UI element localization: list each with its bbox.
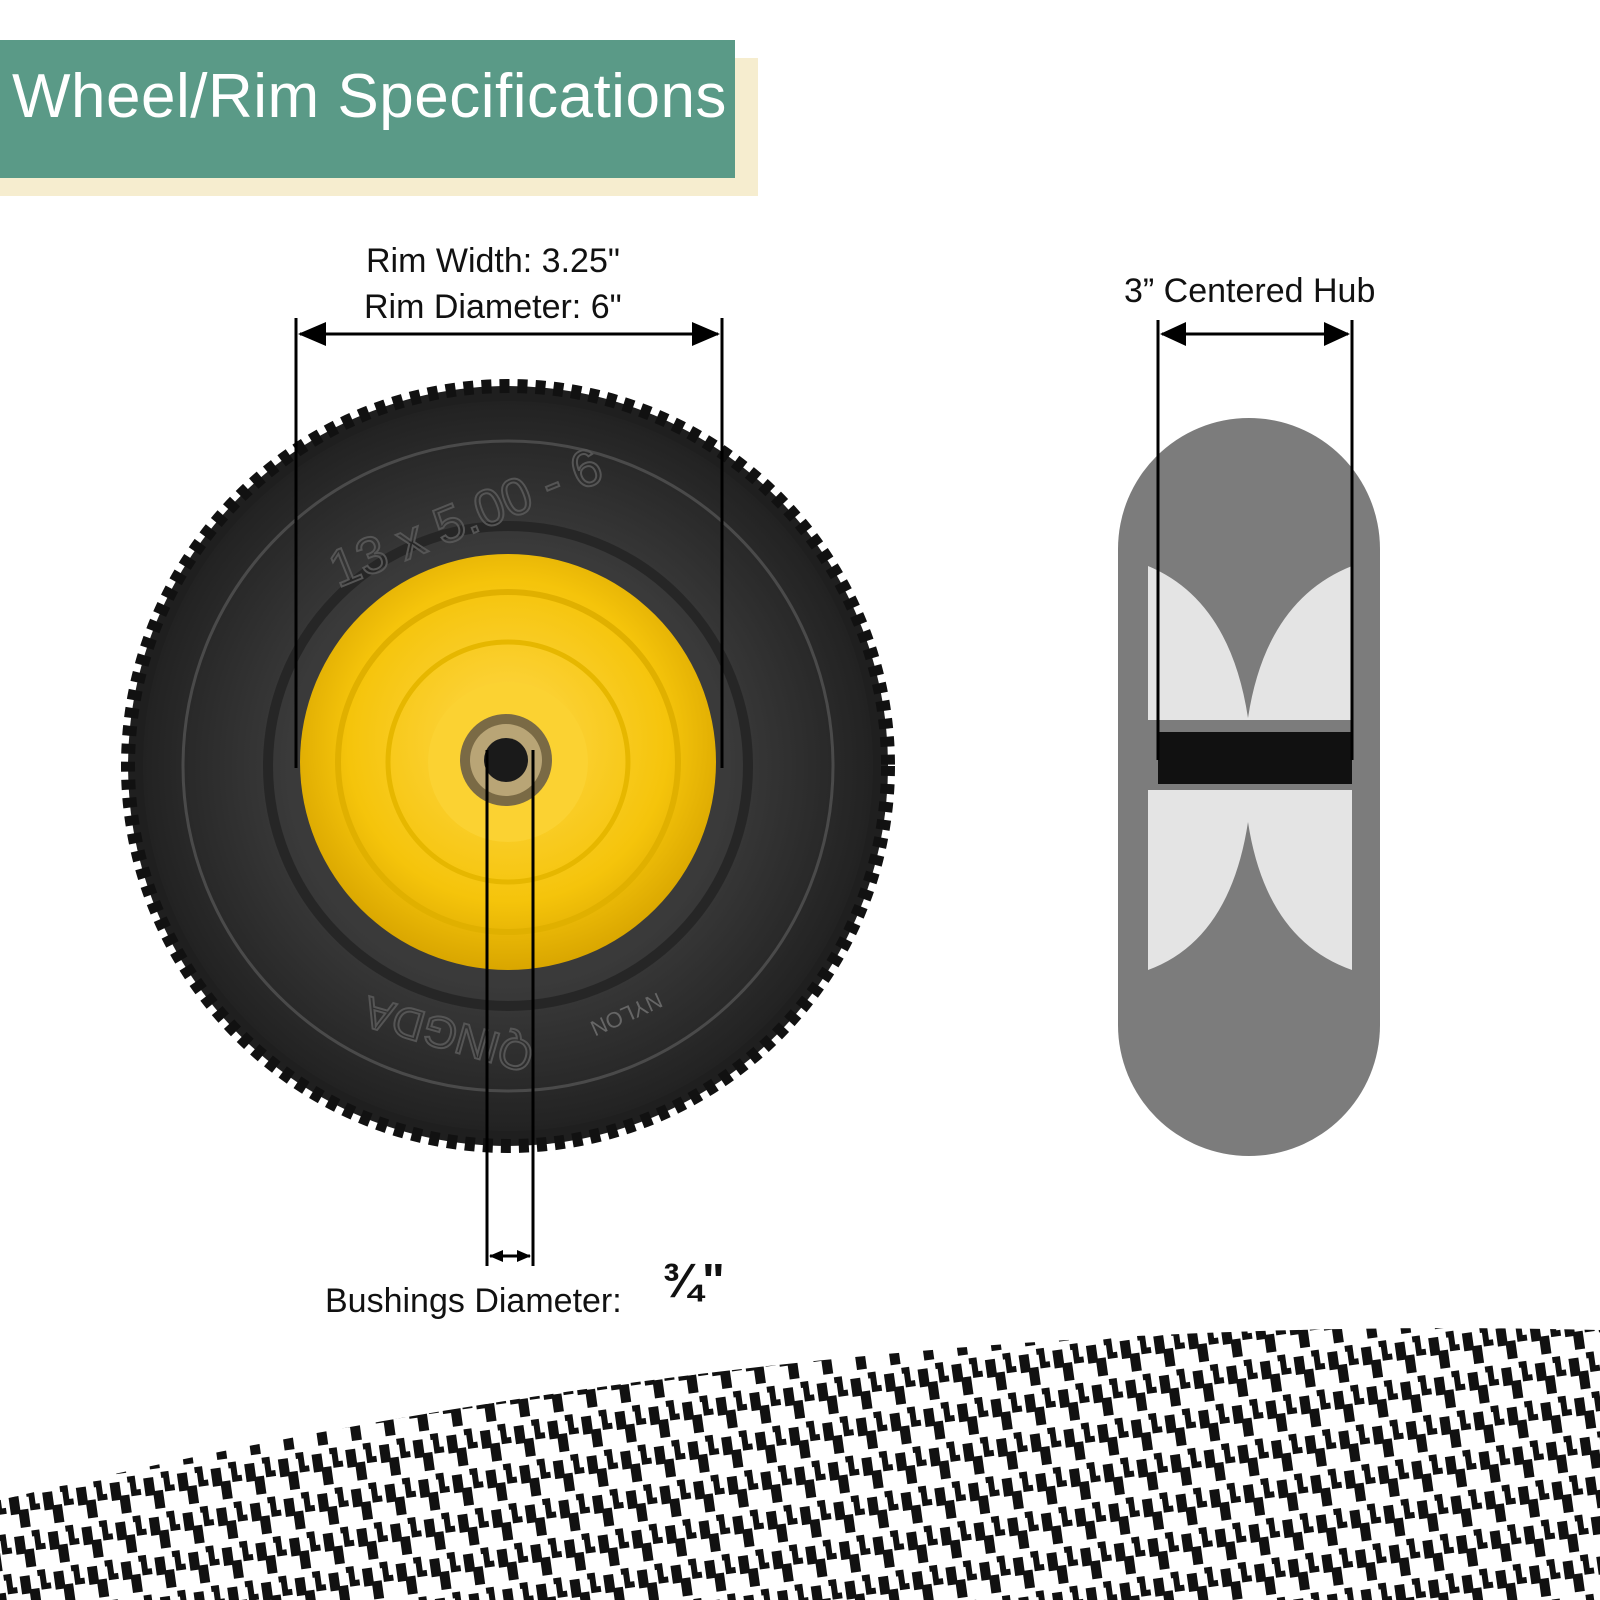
tread-pattern-band [0, 1328, 1600, 1600]
side-view [1118, 418, 1380, 1156]
bushing-dimension [485, 750, 535, 1266]
page-title: Wheel/Rim Specifications [12, 62, 727, 131]
rim-width-label: Rim Width: 3.25" [366, 242, 620, 280]
bushings-diameter-label: Bushings Diameter: [325, 1282, 622, 1320]
title-banner [0, 40, 735, 178]
rim-diameter-label: Rim Diameter: 6" [364, 288, 622, 326]
hub-dimension [1156, 320, 1354, 760]
hub-bushing [460, 714, 552, 806]
rim-width-dimension [294, 318, 724, 768]
bushings-diameter-value: ¾" [662, 1255, 725, 1308]
hub-label: 3” Centered Hub [1124, 272, 1376, 310]
